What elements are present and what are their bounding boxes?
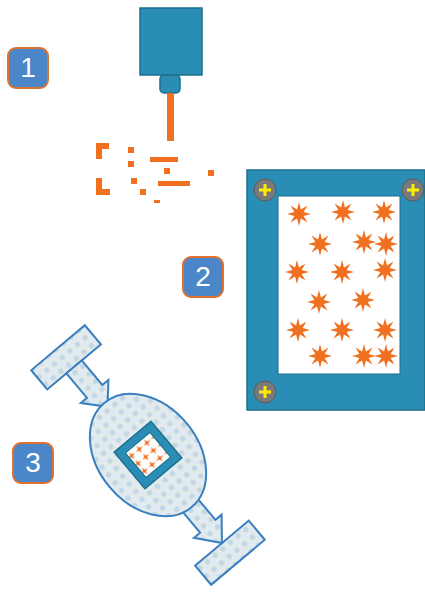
star: [374, 344, 398, 368]
material-drop: [154, 200, 160, 203]
material-drop: [96, 143, 109, 149]
screw: [254, 381, 276, 403]
star: [374, 232, 398, 256]
star: [351, 288, 375, 312]
screen-frame: [247, 170, 425, 410]
star: [308, 232, 332, 256]
callout-number: 3: [12, 442, 54, 484]
material-drop: [128, 161, 134, 167]
material-drop: [96, 189, 110, 195]
callout-number: 2: [182, 256, 224, 298]
material-drop: [164, 168, 170, 174]
device-illustration: [20, 316, 277, 593]
star: [331, 200, 355, 224]
screw-symbol: [254, 179, 424, 403]
material-drop: [131, 178, 137, 184]
star: [330, 318, 354, 342]
star: [308, 344, 332, 368]
screw: [402, 179, 424, 201]
callout-text: 1: [20, 54, 36, 82]
material-drop: [150, 157, 178, 162]
callout-number: 1: [7, 47, 49, 89]
star: [372, 200, 396, 224]
star: [287, 202, 311, 226]
star: [352, 344, 376, 368]
star: [373, 258, 397, 282]
star: [285, 260, 309, 284]
star: [352, 230, 376, 254]
material-drop: [140, 189, 146, 195]
material-drop: [208, 170, 214, 176]
printed-material: [96, 143, 214, 203]
print-nozzle: [140, 8, 202, 141]
material-drop: [158, 181, 190, 186]
star-pattern: [285, 200, 398, 368]
material-drop: [128, 147, 134, 153]
star: [286, 318, 310, 342]
star: [373, 318, 397, 342]
callout-text: 3: [25, 449, 41, 477]
screw: [254, 179, 276, 201]
callout-text: 2: [195, 263, 211, 291]
star: [307, 290, 331, 314]
star: [330, 260, 354, 284]
